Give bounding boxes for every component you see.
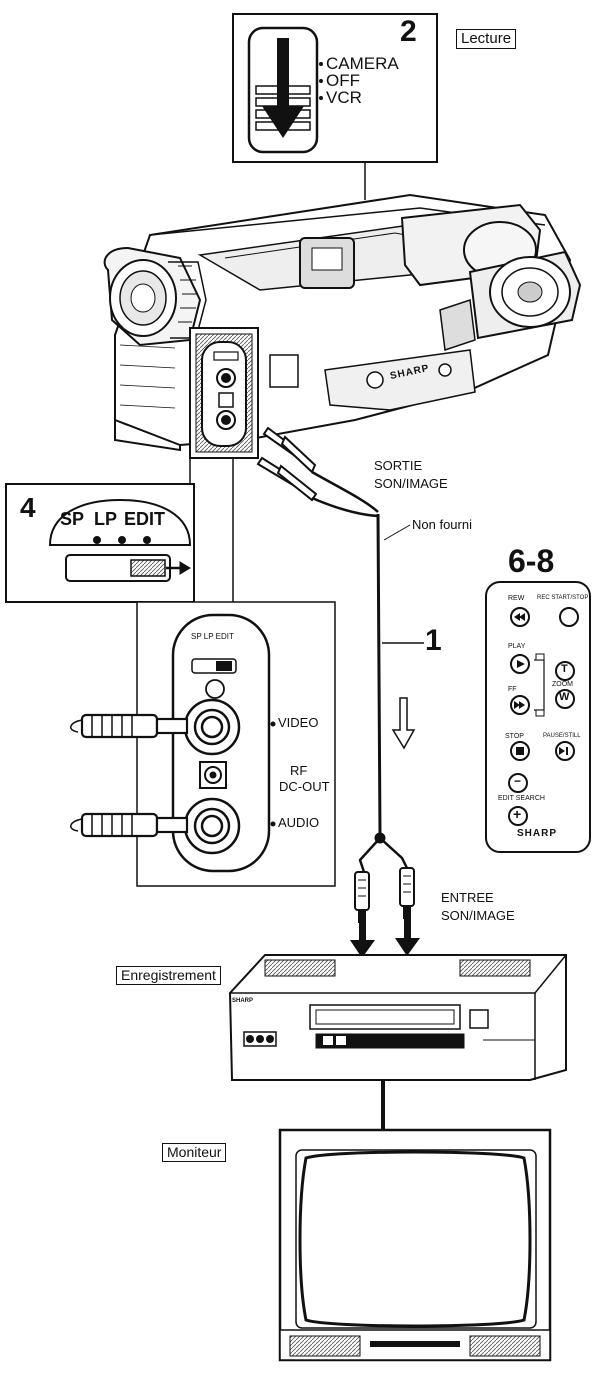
lecture-label: Lecture [456,29,517,49]
remote-w-label: W [559,691,570,703]
sortie-label-line1: SORTIE [374,458,423,473]
remote-ff-label: FF [508,686,517,693]
switch-vcr-label: VCR [326,88,362,107]
tape-speed-edit: EDIT [124,509,166,529]
camcorder-terminal-panel [189,327,259,459]
tape-speed-lp: LP [94,509,118,529]
remote-pause-still-label: PAUSE/STILL [543,733,581,739]
enregistrement-label: Enregistrement [116,966,221,985]
entree-label-line1: ENTREE [441,890,494,905]
remote-minus-label: − [514,774,522,788]
moniteur-label: Moniteur [162,1143,227,1162]
tape-speed-panel [5,483,195,603]
rf-label-line1: RF [290,763,308,778]
audio-label: AUDIO [278,815,320,830]
power-switch-panel [232,13,438,163]
camcorder [103,193,582,452]
rca-plugs-bottom [354,867,415,923]
remote-brand: SHARP [517,828,558,839]
step-4-number: 4 [20,492,36,523]
switch-camera-label: CAMERA [326,54,399,73]
step-1-number: 1 [425,624,442,657]
vcr [228,954,567,1081]
remote-stop-label: STOP [505,733,524,740]
tape-speed-sp: SP [60,509,85,529]
remote-rew-label: REW [508,595,525,602]
video-label: VIDEO [278,715,319,730]
non-fourni-label: Non fourni [412,517,472,532]
panel-sp-lp-edit-label: SP LP EDIT [191,632,234,641]
switch-off-label: OFF [326,71,360,90]
rf-label-line2: DC-OUT [279,779,330,794]
remote-zoom-label: ZOOM [552,681,573,688]
camcorder-plugs [256,426,318,502]
sortie-label-line2: SON/IMAGE [374,476,448,491]
remote-play-label: PLAY [508,643,526,650]
signal-flow-arrow [391,697,416,750]
vcr-brand: SHARP [232,998,254,1004]
panel-plugs [70,713,189,838]
remote-plus-label: + [513,806,522,822]
remote-t-label: T [561,663,568,675]
step-6-8-number: 6-8 [508,543,555,579]
remote-rec-start-stop-label: REC START/STOP [537,595,589,601]
step-2-number: 2 [400,15,417,48]
entree-label-line2: SON/IMAGE [441,908,515,923]
tv-monitor [278,1128,552,1362]
av-cable [311,470,424,873]
insert-arrows [350,918,420,958]
remote-edit-search-label: EDIT SEARCH [498,795,545,802]
terminal-panel-zoom [136,601,336,887]
remote-control [485,581,591,853]
